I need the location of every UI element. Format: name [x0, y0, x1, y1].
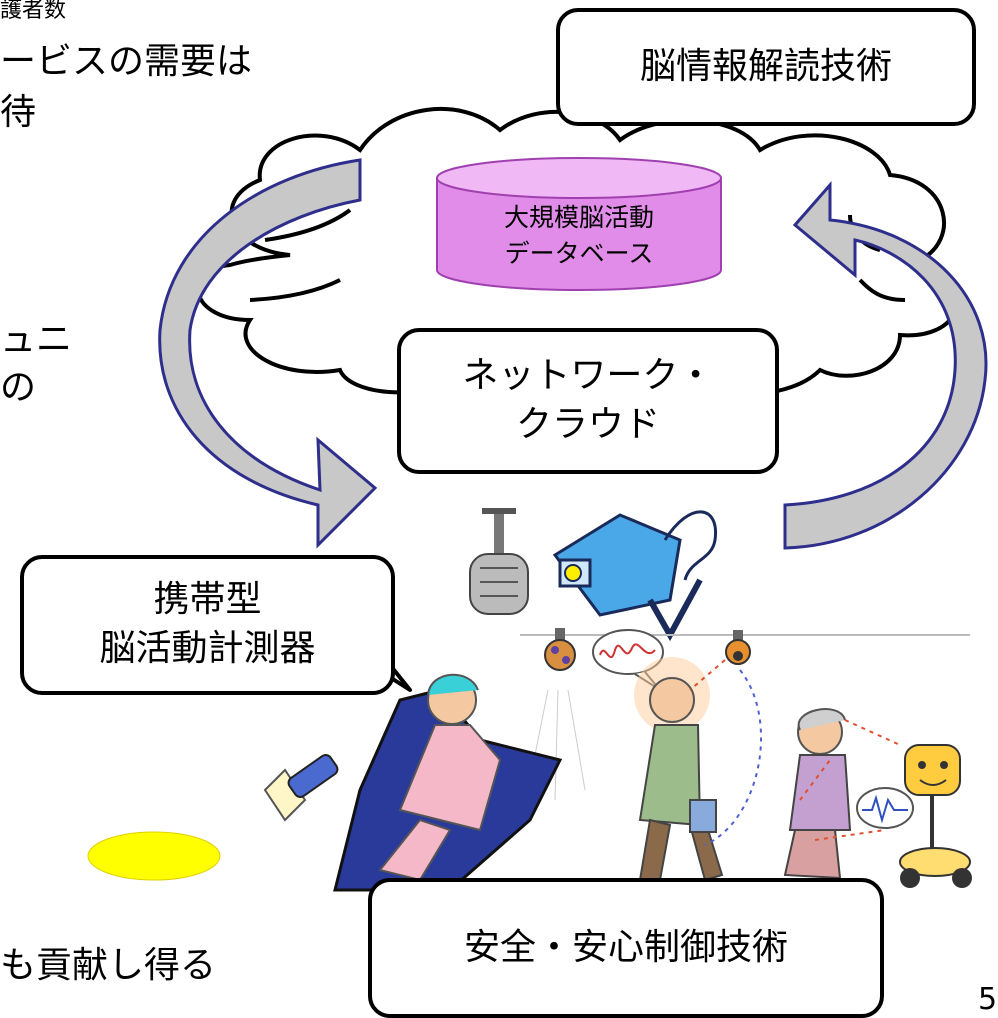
portable-label-line2: 脳活動計測器 — [99, 628, 316, 669]
database-label-line2: データベース — [504, 239, 654, 269]
yellow-highlight-ellipse — [87, 831, 221, 881]
brainwave-bubble-icon — [592, 629, 664, 691]
left-cycle-arrow — [158, 158, 378, 549]
brain-decoding-label: 脳情報解読技術 — [639, 45, 892, 87]
portable-label-line1: 携帯型 — [153, 579, 262, 621]
elderly-man-figure — [634, 657, 724, 882]
heart-rate-bubble-icon — [856, 787, 914, 829]
left-text-fragment-caregivers: 護者数 — [0, 0, 67, 23]
left-text-contribute: も貢献し得る — [0, 945, 217, 986]
left-text-demand-line2: 待 — [0, 92, 37, 133]
left-text-communication-line1: ュニ — [0, 319, 73, 360]
reclining-person-figure — [333, 673, 563, 892]
portable-brain-meter-box: 携帯型 脳活動計測器 — [20, 555, 395, 695]
sensing-dotted-lines — [689, 659, 901, 846]
database-label: 大規模脳活動 データベース — [437, 200, 721, 273]
network-label-line2: クラウド — [515, 404, 660, 445]
safety-control-label: 安全・安心制御技術 — [463, 926, 788, 968]
microphone-icon — [469, 508, 529, 615]
network-label-line1: ネットワーク・ — [462, 355, 714, 397]
brain-decoding-box: 脳情報解読技術 — [556, 8, 976, 126]
right-cycle-arrow — [783, 181, 988, 550]
database-cylinder — [436, 157, 722, 291]
network-cloud-box: ネットワーク・ クラウド — [397, 328, 779, 474]
camera-icon — [552, 510, 718, 642]
left-text-demand-line1: ービスの需要は — [0, 41, 253, 82]
elderly-woman-figure — [783, 708, 852, 880]
walker-robot-icon — [899, 744, 972, 888]
database-label-line1: 大規模脳活動 — [503, 203, 654, 232]
safety-control-box: 安全・安心制御技術 — [368, 878, 884, 1018]
ceiling-camera-icon — [725, 630, 751, 665]
flashlight-icon — [263, 754, 339, 822]
page-number: 5 — [978, 982, 998, 1017]
left-text-communication-line2: の — [0, 367, 37, 408]
